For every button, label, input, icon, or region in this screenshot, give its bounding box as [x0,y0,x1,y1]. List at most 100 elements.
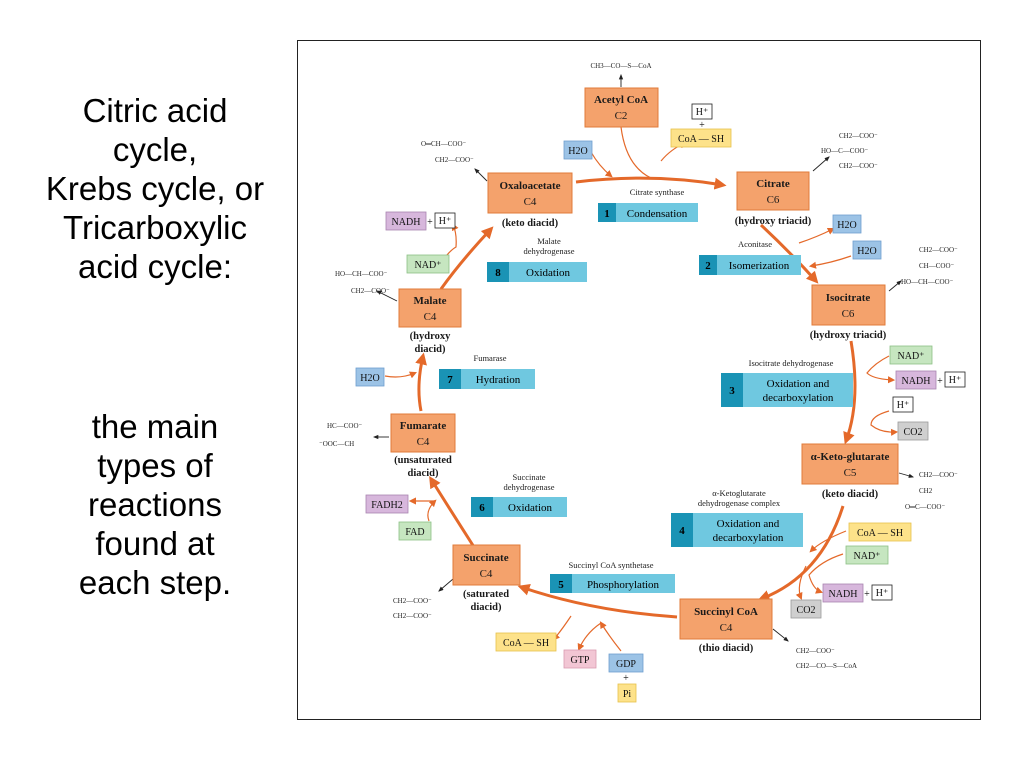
enzyme-name: dehydrogenase complex [698,498,781,508]
reaction-3: Isocitrate dehydrogenase 3 Oxidation and… [721,358,853,407]
structure-oxaloacetate: O═CH—COO⁻ CH2—COO⁻ [421,140,474,164]
structure-line: CH2—COO⁻ [435,156,474,164]
structure-line: O═C—COO⁻ [905,503,945,511]
reaction-label: Oxidation and [717,518,780,530]
reaction-label: decarboxylation [713,532,784,544]
cofactor-nad-step8: NAD⁺ [406,254,450,274]
cofactor-nadh-step8: NADH + H⁺ [385,211,456,231]
cofactor-label: H⁺ [696,107,709,118]
cofactor-h2o-step1: H2O [563,140,593,160]
nad-in-3 [866,355,896,384]
reaction-label: Hydration [476,374,521,386]
slide-title-block: Citric acid cycle, Krebs cycle, or Trica… [20,91,290,286]
node-carbon: C4 [524,196,537,208]
struct-arrow-citrate [812,156,830,172]
gtp-out-5 [577,622,602,651]
cofactor-h2o-step2-in: H2O [852,240,882,260]
title-line: Krebs cycle, or [45,170,265,207]
node-description: (hydroxy triacid) [810,330,887,341]
krebs-cycle-figure: Acetyl CoA C2 Citrate C6 (hydroxy triaci… [297,40,981,720]
cofactor-coash-step5: CoA — SH [495,632,557,652]
node-name: Succinate [463,552,508,564]
enzyme-name: dehydrogenase [504,482,555,492]
node-name: Succinyl CoA [694,606,758,618]
structure-line: O═CH—COO⁻ [421,140,467,148]
enzyme-name: Isocitrate dehydrogenase [749,358,834,368]
reaction-number: 4 [679,525,685,537]
cofactor-label: H⁺ [949,375,962,386]
struct-arrow-isocitrate [888,280,902,292]
structure-succinate: CH2—COO⁻ CH2—COO⁻ [393,597,432,620]
structure-acetyl-coa: CH3—CO—S—CoA [590,62,651,70]
plus-sign: + [427,217,433,228]
cofactor-gdp-step5: GDP + [608,653,644,684]
co2-out-4 [795,565,807,600]
title-line: Citric acid [82,92,228,129]
struct-arrow-oxaloacetate [474,168,488,182]
structure-citrate: CH2—COO⁻ HO—C—COO⁻ CH2—COO⁻ [821,132,878,170]
structure-akg: CH2—COO⁻ CH2 O═C—COO⁻ [905,471,958,511]
plus-sign: + [623,673,629,684]
cofactor-label: NAD⁺ [854,551,881,562]
reaction-number: 6 [479,502,485,514]
cofactor-nad-step3: NAD⁺ [889,345,933,365]
cofactor-nadh-step3: NADH + H⁺ [895,370,966,390]
node-malate: Malate C4 (hydroxy diacid) [398,288,462,355]
cofactor-label: Pi [623,689,632,700]
enzyme-name: Fumarase [473,353,506,363]
cycle-arrow-1 [575,176,727,190]
structure-line: CH2—COO⁻ [351,287,390,295]
structure-line: HO—CH—COO⁻ [335,270,388,278]
cycle-arrow-8 [439,226,494,290]
reaction-number: 2 [705,260,711,272]
node-carbon: C4 [424,311,437,323]
node-description: (hydroxy triacid) [735,216,812,227]
structure-line: CH2—COO⁻ [393,597,432,605]
structure-line: HO—C—COO⁻ [821,147,869,155]
node-fumarate: Fumarate C4 (unsaturated diacid) [390,413,456,479]
plus-sign: + [864,589,870,600]
reaction-number: 1 [604,208,610,220]
reaction-6: Succinate dehydrogenase 6 Oxidation [471,472,567,517]
structure-line: CH2—COO⁻ [839,162,878,170]
cofactor-gtp-step5: GTP [563,649,597,669]
reaction-label: Oxidation [526,267,570,279]
reaction-number: 3 [729,385,735,397]
reaction-number: 8 [495,267,501,279]
node-description: (keto diacid) [822,489,879,500]
cofactor-h2o-step7: H2O [355,367,385,387]
subtitle-line: the main [91,408,219,445]
cycle-arrow-6 [429,475,476,548]
coash-out-5 [552,615,572,641]
cofactor-pi-step5: Pi [617,683,637,703]
cofactor-hplus-step3: H⁺ [892,396,914,413]
structure-line: HO—CH—COO⁻ [901,278,954,286]
plus-sign: + [937,376,943,387]
reaction-7: Fumarase 7 Hydration [439,353,535,389]
cofactor-fadh2-step6: FADH2 [365,494,409,514]
struct-arrow-succinate [438,578,454,592]
enzyme-name: Citrate synthase [630,187,685,197]
node-acetyl-coa: Acetyl CoA C2 [584,87,659,128]
title-line: Tricarboxylic [63,209,247,246]
structure-succinyl-coa: CH2—COO⁻ CH2—CO—S—CoA [796,647,857,670]
reaction-number: 5 [558,579,564,591]
structure-line: CH2—COO⁻ [919,471,958,479]
structure-fumarate: HC—COO⁻ ⁻OOC—CH [319,422,363,448]
h2o-in-1 [590,151,613,178]
reaction-8: Malate dehydrogenase 8 Oxidation [487,236,587,282]
node-description: (saturated [463,589,509,600]
title-line: cycle, [112,131,198,168]
coash-in-4 [809,530,847,553]
reaction-label: Condensation [627,208,688,220]
cofactor-hplus-step1: H⁺ + [691,103,713,131]
structure-line: HC—COO⁻ [327,422,363,430]
cofactor-label: H⁺ [897,400,910,411]
cycle-arrow-4 [757,505,845,602]
reaction-1: Citrate synthase 1 Condensation [598,187,698,222]
cofactor-label: GDP [616,659,636,670]
node-description: (keto diacid) [502,218,559,229]
node-description: (thio diacid) [699,643,754,654]
structure-line: CH2—COO⁻ [919,246,958,254]
reaction-2: Aconitase 2 Isomerization [699,239,801,275]
